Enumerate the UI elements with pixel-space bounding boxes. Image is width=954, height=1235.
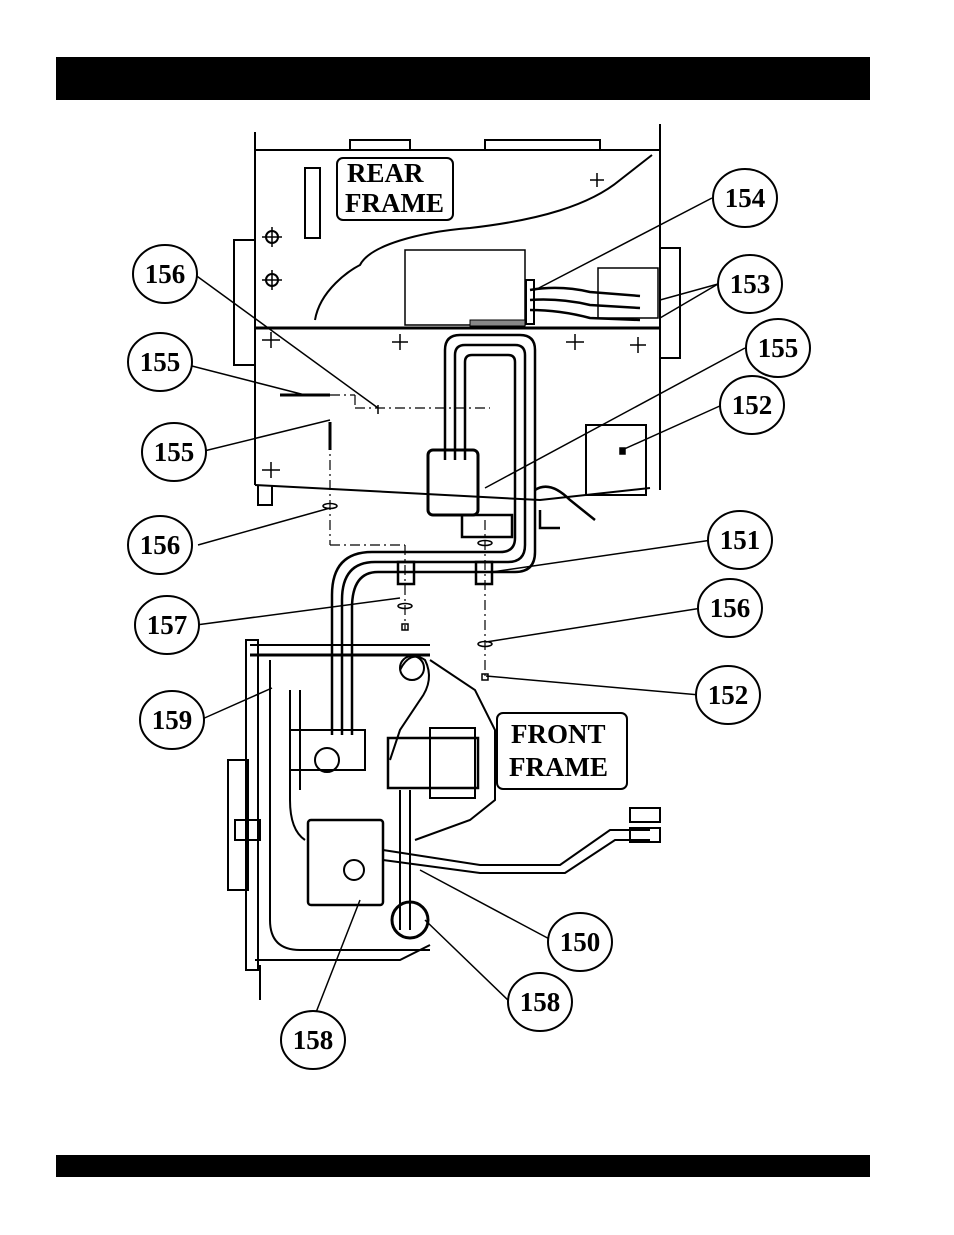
svg-text:156: 156: [145, 259, 186, 289]
callout-153: 153: [718, 255, 782, 313]
front-frame-label: FRONT FRAME: [497, 713, 627, 789]
callout-158: 158: [281, 1011, 345, 1069]
callout-154: 154: [713, 169, 777, 227]
rear-frame-label: REAR FRAME: [337, 158, 453, 220]
svg-text:151: 151: [720, 525, 761, 555]
callout-152: 152: [720, 376, 784, 434]
svg-text:158: 158: [520, 987, 561, 1017]
svg-text:159: 159: [152, 705, 193, 735]
svg-text:157: 157: [147, 610, 188, 640]
svg-text:150: 150: [560, 927, 601, 957]
svg-text:153: 153: [730, 269, 771, 299]
callout-152: 152: [696, 666, 760, 724]
svg-text:156: 156: [140, 530, 181, 560]
callout-155: 155: [746, 319, 810, 377]
svg-text:FRAME: FRAME: [345, 188, 444, 218]
svg-text:REAR: REAR: [347, 158, 424, 188]
callouts: 154 153 156 155 155 155 152 156 151 157 …: [128, 169, 810, 1069]
svg-text:FRONT: FRONT: [511, 719, 606, 749]
svg-text:158: 158: [293, 1025, 334, 1055]
callout-156: 156: [128, 516, 192, 574]
svg-text:FRAME: FRAME: [509, 752, 608, 782]
svg-text:155: 155: [140, 347, 181, 377]
callout-155: 155: [128, 333, 192, 391]
callout-159: 159: [140, 691, 204, 749]
leader-lines: [188, 198, 745, 1015]
callout-155: 155: [142, 423, 206, 481]
callout-151: 151: [708, 511, 772, 569]
callout-156: 156: [133, 245, 197, 303]
svg-text:154: 154: [725, 183, 766, 213]
rear-frame-drawing: [234, 124, 680, 505]
svg-text:156: 156: [710, 593, 751, 623]
svg-text:155: 155: [758, 333, 799, 363]
connecting-hoses: [332, 490, 535, 735]
svg-text:152: 152: [708, 680, 749, 710]
callout-158: 158: [508, 973, 572, 1031]
svg-text:152: 152: [732, 390, 773, 420]
callout-150: 150: [548, 913, 612, 971]
svg-text:155: 155: [154, 437, 195, 467]
callout-157: 157: [135, 596, 199, 654]
callout-156: 156: [698, 579, 762, 637]
